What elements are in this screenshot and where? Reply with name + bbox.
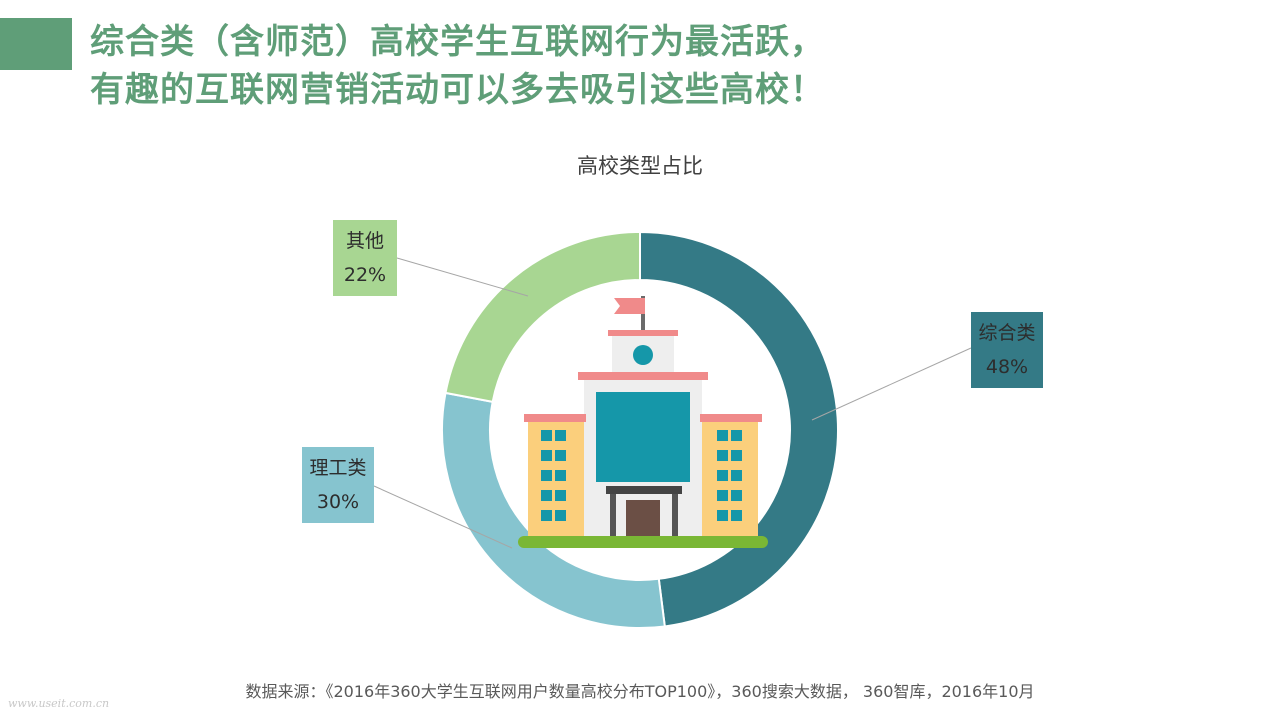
headline-line-2: 有趣的互联网营销活动可以多去吸引这些高校！	[90, 70, 825, 110]
slice-label-other: 其他 22%	[333, 220, 397, 296]
slice-label-science-engineering: 理工类 30%	[302, 447, 374, 523]
slice-label-name: 综合类	[978, 322, 1036, 344]
building-window	[541, 510, 552, 521]
building-window	[731, 450, 742, 461]
building-window	[541, 490, 552, 501]
building-window	[731, 510, 742, 521]
building-window	[541, 430, 552, 441]
building-window	[717, 470, 728, 481]
title-accent-block	[0, 18, 72, 70]
building-window	[555, 430, 566, 441]
slice-label-name: 理工类	[309, 457, 367, 479]
slice-label-value: 22%	[343, 264, 387, 286]
leader-line-other	[396, 257, 529, 297]
headline: 综合类（含师范）高校学生互联网行为最活跃， 有趣的互联网营销活动可以多去吸引这些…	[90, 18, 825, 114]
donut-slice-other	[444, 230, 641, 404]
building-window	[555, 510, 566, 521]
leader-line-science-engineering	[373, 485, 513, 549]
building-window	[717, 490, 728, 501]
slice-label-value: 30%	[316, 491, 360, 513]
data-source-note: 数据来源：《2016年360大学生互联网用户数量高校分布TOP100》，360搜…	[245, 682, 1035, 701]
building-window	[731, 430, 742, 441]
slice-label-name: 其他	[345, 230, 384, 252]
slice-label-value: 48%	[985, 356, 1029, 378]
building-window	[541, 470, 552, 481]
donut-slice-comprehensive	[639, 230, 839, 628]
leader-line-comprehensive	[811, 347, 972, 421]
building-window	[555, 490, 566, 501]
headline-line-1: 综合类（含师范）高校学生互联网行为最活跃，	[90, 22, 825, 62]
building-window	[731, 470, 742, 481]
building-window	[717, 430, 728, 441]
building-window	[717, 510, 728, 521]
school-building-icon	[518, 296, 768, 548]
building-window	[555, 470, 566, 481]
building-window	[541, 450, 552, 461]
building-window	[731, 490, 742, 501]
watermark: www.useit.com.cn	[8, 697, 110, 710]
building-window	[717, 450, 728, 461]
slice-label-comprehensive: 综合类 48%	[971, 312, 1043, 388]
chart-title: 高校类型占比	[577, 154, 703, 178]
building-window	[555, 450, 566, 461]
